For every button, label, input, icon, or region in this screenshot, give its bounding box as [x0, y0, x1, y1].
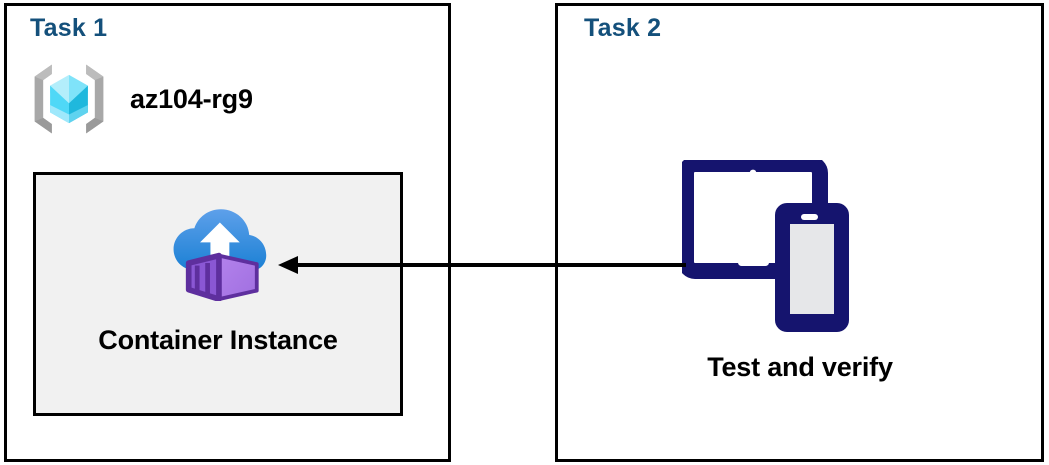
- container-instance-card: Container Instance: [33, 172, 403, 416]
- panel-task-1-title: Task 1: [30, 14, 108, 42]
- panel-task-2-title: Task 2: [584, 14, 662, 42]
- panel-task-1: [4, 3, 451, 462]
- panel-task-2: [555, 3, 1044, 462]
- devices-tablet-phone-icon: [682, 160, 849, 332]
- azure-resource-group-icon: [34, 64, 104, 134]
- azure-container-instance-icon: [173, 209, 267, 301]
- container-instance-label: Container Instance: [98, 325, 338, 355]
- test-and-verify-label: Test and verify: [707, 352, 893, 382]
- resource-group-label: az104-rg9: [130, 83, 253, 114]
- resource-group-row: az104-rg9: [26, 56, 253, 142]
